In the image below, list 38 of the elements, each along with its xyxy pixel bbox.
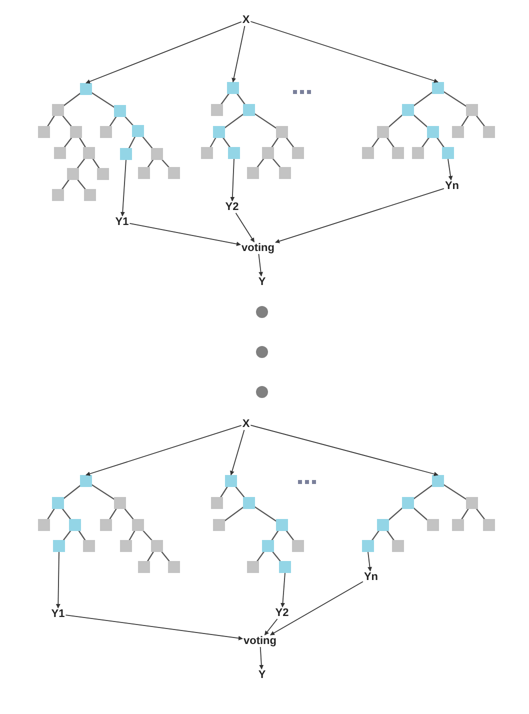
decision-tree-drawing (211, 475, 304, 573)
decision-tree-drawing (362, 475, 495, 552)
arrow (270, 581, 364, 636)
decision-tree-drawing (201, 82, 304, 179)
arrow (230, 158, 235, 202)
node-label: X (241, 14, 251, 26)
node-label: Yn (362, 571, 380, 583)
arrow (250, 21, 438, 83)
node-label: Y2 (274, 607, 290, 619)
arrow (120, 160, 126, 216)
arrow (56, 552, 60, 608)
arrow (258, 254, 264, 276)
decision-tree-drawing (362, 82, 495, 159)
arrow (448, 158, 453, 180)
arrow (65, 614, 243, 640)
node-label: voting (240, 242, 276, 254)
arrow (86, 21, 242, 84)
arrow (235, 212, 255, 242)
arrow (250, 424, 438, 476)
arrow (230, 430, 245, 476)
arrow (129, 223, 241, 246)
node-label: Y (257, 669, 267, 681)
arrow (264, 618, 278, 636)
arrow (368, 552, 372, 572)
arrow (280, 572, 286, 608)
node-label: voting (242, 635, 278, 647)
node-label: Y1 (50, 608, 66, 620)
arrow (259, 646, 264, 670)
node-label: Y1 (114, 216, 130, 228)
decision-tree-drawing (38, 475, 180, 573)
node-label: Y (257, 276, 267, 288)
decision-tree-drawing (38, 83, 180, 201)
node-label: X (241, 418, 251, 430)
arrow (275, 188, 444, 244)
arrow (86, 425, 242, 476)
node-label: Y2 (224, 201, 240, 213)
node-label: Yn (444, 180, 460, 192)
arrow (232, 26, 246, 82)
